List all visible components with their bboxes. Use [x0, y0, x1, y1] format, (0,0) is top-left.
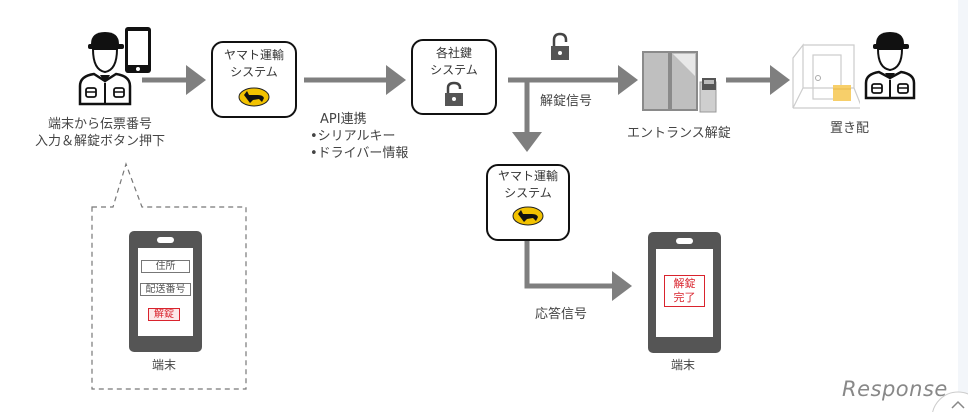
unlock-signal-label: 解錠信号: [540, 94, 593, 109]
smartphone-icon: [125, 27, 151, 73]
phone-speaker: [676, 238, 693, 244]
yamato-system-box-bottom: ヤマト運輸 システム: [486, 164, 570, 241]
yamato-cat-logo-icon: [238, 87, 270, 107]
delivery-caption: 置き配: [830, 121, 870, 136]
delivery-number-field[interactable]: 配送番号: [140, 283, 191, 296]
key-system-line2: システム: [430, 63, 478, 77]
entrance-door-icon: [642, 51, 717, 113]
intercom-panel-icon: [699, 78, 717, 113]
phone-speaker: [157, 237, 174, 243]
doorstep-room-icon: [792, 43, 860, 109]
terminal-left-caption: 端末: [152, 358, 177, 372]
api-label-title: API連携: [320, 112, 367, 127]
yamato-system-top-line1: ヤマト運輸: [223, 48, 284, 62]
entrance-caption: エントランス解錠: [627, 126, 731, 141]
arrow-yamato-bottom-to-terminal: [524, 240, 632, 301]
api-label-item-driver: •ドライバー情報: [310, 146, 409, 161]
terminal-right-caption: 端末: [671, 358, 696, 372]
terminal-left-phone: 住所 配送番号 解錠: [129, 231, 202, 352]
unlock-button[interactable]: 解錠: [148, 308, 180, 321]
driver-icon: [78, 32, 132, 106]
callout-dashed-border: [91, 162, 247, 390]
yamato-system-bottom-line2: システム: [504, 186, 552, 200]
yamato-system-top-line2: システム: [230, 65, 278, 79]
package-icon: [833, 85, 851, 101]
unlock-signal-padlock-icon: [551, 32, 569, 60]
key-system-line1: 各社鍵: [435, 46, 472, 60]
unlocked-padlock-icon: [445, 81, 463, 106]
driver-caption-line2: 入力＆解錠ボタン押下: [34, 134, 165, 149]
terminal-right-screen: 解錠 完了: [656, 249, 713, 337]
address-field[interactable]: 住所: [141, 260, 190, 273]
unlock-complete-line2: 完了: [673, 291, 696, 304]
yamato-system-box-top: ヤマト運輸 システム: [211, 41, 297, 118]
chevron-up-icon: [951, 400, 965, 409]
terminal-left-screen: 住所 配送番号 解錠: [138, 248, 193, 336]
delivery-driver-icon: [864, 32, 916, 100]
key-system-box: 各社鍵 システム: [411, 39, 497, 115]
api-label-item-serial: •シリアルキー: [310, 129, 396, 144]
unlock-complete-line1: 解錠: [673, 277, 696, 290]
driver-caption-line1: 端末から伝票番号: [47, 117, 152, 132]
response-signal-label: 応答信号: [535, 307, 588, 322]
unlock-complete-status: 解錠 完了: [664, 275, 705, 307]
right-edge-strip: [958, 0, 968, 412]
yamato-cat-logo-icon-bottom: [512, 206, 544, 226]
response-logo: Response.: [842, 377, 955, 401]
terminal-right-phone: 解錠 完了: [648, 232, 721, 353]
scroll-to-top-button[interactable]: [928, 388, 968, 412]
yamato-system-bottom-line1: ヤマト運輸: [497, 169, 558, 183]
